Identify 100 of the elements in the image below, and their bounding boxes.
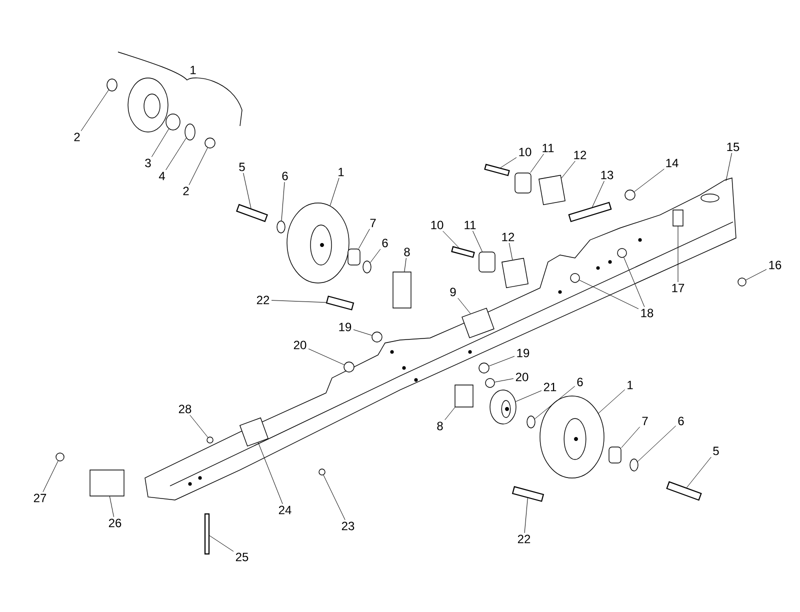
pin <box>738 278 746 286</box>
callout-number: 1 <box>338 168 344 176</box>
leader-line <box>500 157 517 168</box>
leader-line <box>524 498 528 534</box>
bolt <box>451 246 475 258</box>
callout-number: 22 <box>518 534 530 544</box>
leader-line <box>746 269 767 280</box>
rail-tip <box>90 470 124 496</box>
leader-line <box>494 378 514 382</box>
callout-number: 12 <box>502 232 514 242</box>
leader-line <box>530 154 544 173</box>
leader-line <box>151 128 170 158</box>
callout-number: 7 <box>642 416 648 426</box>
callout-number: 27 <box>34 494 46 502</box>
leader-line <box>508 242 513 260</box>
callout-number: 8 <box>437 422 443 430</box>
callout-number: 24 <box>278 506 292 514</box>
nut <box>617 248 627 258</box>
leader-line <box>561 160 576 178</box>
callout-number: 12 <box>574 150 586 160</box>
washer <box>276 220 286 234</box>
leader-line <box>472 230 482 252</box>
nut <box>106 78 118 92</box>
nut <box>204 138 216 148</box>
leader-line <box>404 258 406 272</box>
leader-line <box>258 442 283 504</box>
clip <box>672 210 684 226</box>
leader-line <box>621 426 640 448</box>
callout-number: 19 <box>517 348 530 358</box>
bumper-block <box>538 174 566 206</box>
callout-number: 7 <box>370 218 376 228</box>
leader-line <box>458 298 471 314</box>
callout-number: 11 <box>464 220 476 230</box>
slider-block <box>462 308 494 338</box>
callout-number: 16 <box>769 260 782 270</box>
bolt <box>666 481 702 501</box>
callout-number: 13 <box>601 170 614 180</box>
bolt <box>326 296 354 310</box>
leader-line <box>353 329 372 336</box>
callout-number: 4 <box>158 172 165 180</box>
leader-line <box>442 230 460 248</box>
idler-wheel <box>540 396 604 478</box>
leader-line <box>42 460 58 492</box>
leader-line <box>358 228 370 249</box>
nut <box>485 378 495 388</box>
callout-number: 11 <box>542 144 554 152</box>
callout-number: 2 <box>183 186 189 196</box>
callout-number: 23 <box>342 522 354 530</box>
leader-line <box>330 178 340 206</box>
callout-number: 20 <box>516 372 528 382</box>
bracket <box>392 272 412 308</box>
callout-number: 18 <box>641 308 654 318</box>
callout-number: 21 <box>544 382 556 392</box>
leader-line <box>323 474 346 520</box>
spacer <box>348 248 360 266</box>
callout-number: 3 <box>145 158 151 168</box>
leader-line <box>726 152 732 182</box>
callout-number: 6 <box>678 416 684 426</box>
bolt <box>568 202 612 222</box>
callout-number: 6 <box>577 378 583 386</box>
leader-line <box>634 168 664 192</box>
leader-line <box>188 148 208 186</box>
pin <box>318 468 326 476</box>
nut <box>372 332 382 342</box>
snap-ring <box>184 124 196 140</box>
washer <box>630 458 638 472</box>
bracket <box>454 384 474 408</box>
callout-number: 25 <box>236 552 248 562</box>
callout-number: 5 <box>239 162 245 172</box>
washer <box>362 260 372 274</box>
callout-number: 22 <box>256 296 270 304</box>
leader-line <box>243 172 252 209</box>
callout-number: 9 <box>450 288 456 296</box>
callout-number: 17 <box>672 284 684 292</box>
spacer <box>608 446 622 464</box>
callout-number: 2 <box>74 132 80 142</box>
leader-line <box>444 407 456 420</box>
callout-number: 26 <box>108 518 122 528</box>
leader-line <box>80 90 109 132</box>
callout-number: 1 <box>628 380 633 390</box>
callout-number: 14 <box>666 158 678 168</box>
callout-number: 1 <box>190 66 196 74</box>
leader-line <box>637 426 676 462</box>
bolt <box>204 513 210 555</box>
bolt <box>484 164 510 176</box>
leader-line <box>166 138 186 170</box>
leader-line <box>109 496 114 518</box>
leader-line <box>592 180 604 208</box>
leader-line <box>281 182 285 221</box>
leader-line <box>271 300 326 303</box>
leader-line <box>209 535 234 552</box>
leader-line <box>308 348 344 366</box>
callout-number: 19 <box>339 322 352 332</box>
leader-line <box>488 356 515 366</box>
bumper-block <box>502 258 528 288</box>
bearing <box>166 114 180 130</box>
leader-line <box>598 389 626 414</box>
idler-wheel <box>286 202 350 284</box>
nut <box>344 362 354 372</box>
callout-number: 10 <box>519 148 532 156</box>
